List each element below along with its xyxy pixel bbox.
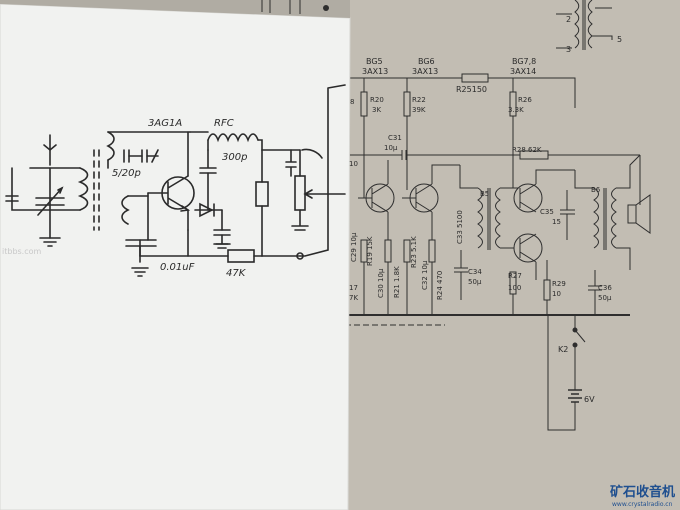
svg-text:R25150: R25150 xyxy=(456,85,487,94)
svg-text:C36: C36 xyxy=(598,284,612,292)
svg-text:100: 100 xyxy=(508,284,521,292)
svg-text:矿石收音机: 矿石收音机 xyxy=(610,484,675,500)
svg-text:50μ: 50μ xyxy=(468,278,482,286)
svg-text:2: 2 xyxy=(566,15,571,24)
svg-text:K2: K2 xyxy=(558,345,568,354)
svg-text:10: 10 xyxy=(349,160,358,168)
printed-schematic xyxy=(261,0,651,431)
svg-text:C34: C34 xyxy=(468,268,482,276)
label-0-01uf: 0.01uF xyxy=(160,262,195,273)
svg-text:C32 10μ: C32 10μ xyxy=(421,260,429,290)
svg-text:B5: B5 xyxy=(480,190,489,198)
svg-text:R19 15K: R19 15K xyxy=(366,236,374,266)
svg-text:39K: 39K xyxy=(412,106,426,114)
svg-text:R21 1.8K: R21 1.8K xyxy=(393,266,401,298)
svg-text:15: 15 xyxy=(552,218,561,226)
svg-text:C35: C35 xyxy=(540,208,554,216)
svg-text:R28 62K: R28 62K xyxy=(512,146,542,154)
label-rfc: RFC xyxy=(214,118,234,129)
svg-text:BG7,8: BG7,8 xyxy=(512,57,536,66)
svg-text:R24 470: R24 470 xyxy=(436,271,444,300)
svg-text:3K: 3K xyxy=(372,106,381,114)
svg-text:R23 5.1K: R23 5.1K xyxy=(410,236,418,268)
svg-text:R22: R22 xyxy=(412,96,426,104)
svg-text:B6: B6 xyxy=(591,186,601,194)
svg-text:C29 10μ: C29 10μ xyxy=(350,232,358,262)
svg-text:3AX13: 3AX13 xyxy=(412,67,438,76)
svg-text:50μ: 50μ xyxy=(598,294,612,302)
site-logo: 矿石收音机 www.crystalradio.cn xyxy=(610,484,675,508)
watermark: itbbs.com xyxy=(2,247,42,256)
label-47k: 47K xyxy=(226,268,247,279)
label-300p: 300p xyxy=(222,152,247,163)
svg-text:BG5: BG5 xyxy=(366,57,383,66)
label-agc: 3AG1A xyxy=(148,118,182,129)
printed-labels: 2 3 5 BG5 3AX13 BG6 3AX13 BG7,8 3AX14 R2… xyxy=(349,15,622,404)
svg-text:10: 10 xyxy=(552,290,561,298)
svg-text:6V: 6V xyxy=(584,395,595,404)
svg-text:3AX13: 3AX13 xyxy=(362,67,388,76)
svg-text:R27: R27 xyxy=(508,272,522,280)
paper-sheet xyxy=(0,4,350,510)
svg-text:R26: R26 xyxy=(518,96,532,104)
svg-text:C33 5100: C33 5100 xyxy=(456,210,464,244)
svg-text:3.3K: 3.3K xyxy=(508,106,524,114)
svg-text:3: 3 xyxy=(566,45,571,54)
svg-text:5: 5 xyxy=(617,35,622,44)
svg-text:R20: R20 xyxy=(370,96,384,104)
svg-text:17: 17 xyxy=(349,284,358,292)
svg-text:3AX14: 3AX14 xyxy=(510,67,536,76)
svg-text:8: 8 xyxy=(350,98,354,106)
svg-text:7K: 7K xyxy=(349,294,358,302)
svg-text:C31: C31 xyxy=(388,134,402,142)
svg-text:BG6: BG6 xyxy=(418,57,435,66)
svg-text:www.crystalradio.cn: www.crystalradio.cn xyxy=(612,501,673,508)
handwritten-schematic xyxy=(5,84,346,277)
label-5-20p: 5/20p xyxy=(112,168,141,179)
svg-text:R29: R29 xyxy=(552,280,566,288)
svg-text:C30 10μ: C30 10μ xyxy=(377,268,385,298)
svg-text:10μ: 10μ xyxy=(384,144,398,152)
